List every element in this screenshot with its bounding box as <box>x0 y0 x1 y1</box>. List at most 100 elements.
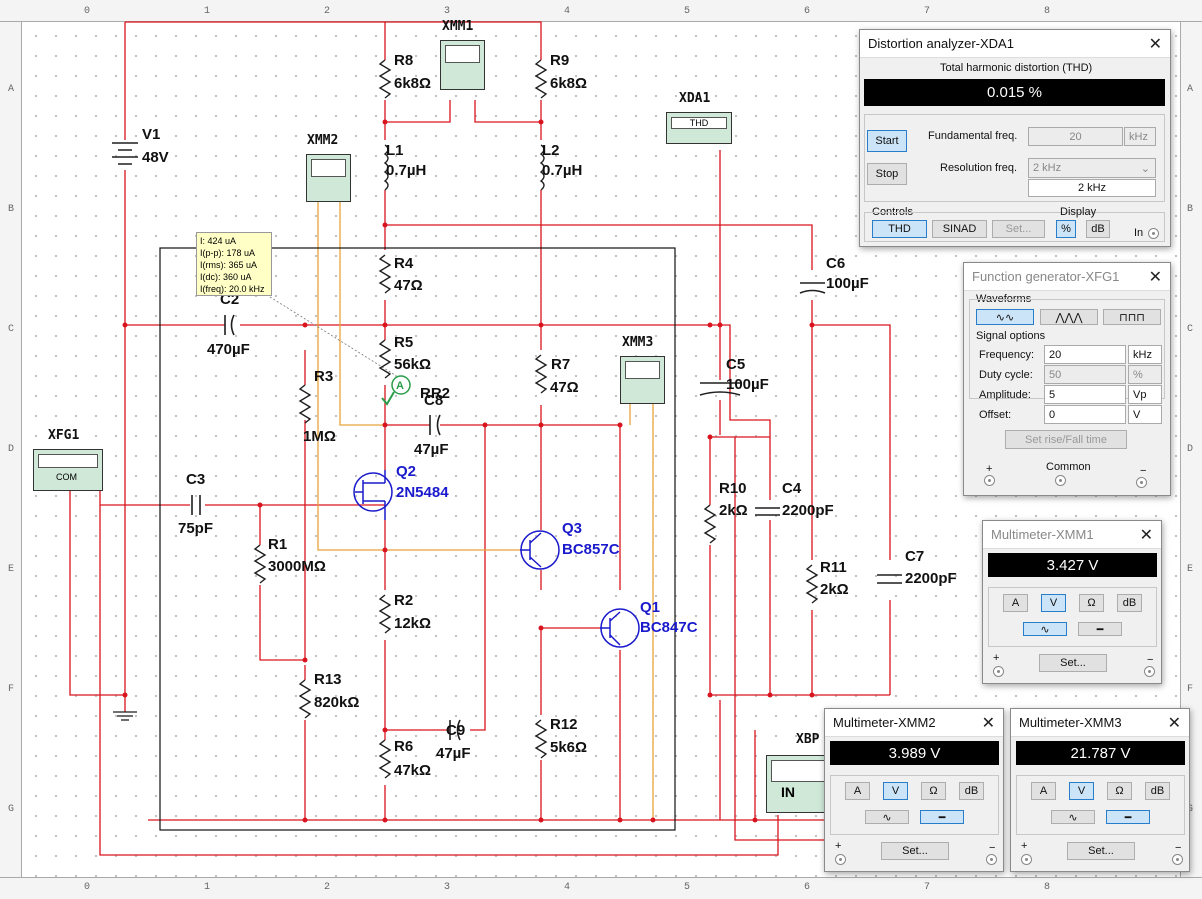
amplitude-unit[interactable]: Vp <box>1128 385 1162 404</box>
minus-terminal[interactable] <box>1144 666 1155 677</box>
offset-input[interactable]: 0 <box>1044 405 1126 424</box>
xda1-instrument[interactable]: THD <box>666 112 732 144</box>
sine-wave-button[interactable]: ∿∿ <box>976 309 1034 325</box>
xfg1-instrument[interactable]: COM <box>33 449 103 491</box>
close-icon[interactable]: ✕ <box>1167 715 1181 732</box>
frequency-unit[interactable]: kHz <box>1128 345 1162 364</box>
duty-cycle-unit[interactable]: % <box>1128 365 1162 384</box>
ac-button[interactable]: ∿ <box>1051 810 1095 824</box>
ac-wave-icon: ∿ <box>882 811 892 824</box>
ac-button[interactable]: ∿ <box>865 810 909 824</box>
fund-unit[interactable]: kHz <box>1124 127 1156 146</box>
common-terminal[interactable] <box>1055 475 1066 486</box>
display-label: Display <box>1060 206 1097 218</box>
xda1-name-label: XDA1 <box>679 91 711 106</box>
window-titlebar[interactable]: Multimeter-XMM3✕ <box>1011 709 1189 737</box>
voltmeter-button[interactable]: V <box>883 782 908 800</box>
q1-name-label: Q1 <box>640 599 661 616</box>
r8-value-label: 6k8Ω <box>394 75 432 92</box>
xmm1-instrument[interactable] <box>440 40 485 90</box>
set-button[interactable]: Set... <box>1039 654 1107 672</box>
percent-button[interactable]: % <box>1056 220 1076 238</box>
window-titlebar[interactable]: Multimeter-XMM1✕ <box>983 521 1161 549</box>
db-button[interactable]: dB <box>1145 782 1170 800</box>
q3-name-label: Q3 <box>562 520 583 537</box>
ammeter-button[interactable]: A <box>1003 594 1028 612</box>
multimeter-xmm1-window[interactable]: Multimeter-XMM1✕ 3.427 V A V Ω dB ∿ ━ Se… <box>982 520 1162 684</box>
amplitude-input[interactable]: 5 <box>1044 385 1126 404</box>
plus-terminal[interactable] <box>993 666 1004 677</box>
square-wave-button[interactable]: ⊓⊓⊓ <box>1103 309 1161 325</box>
minus-terminal[interactable] <box>1136 477 1147 488</box>
multimeter-xmm2-window[interactable]: Multimeter-XMM2✕ 3.989 V A V Ω dB ∿ ━ Se… <box>824 708 1004 872</box>
plus-terminal[interactable] <box>984 475 995 486</box>
ammeter-button[interactable]: A <box>845 782 870 800</box>
ruler-row-label: C <box>1187 324 1194 335</box>
voltmeter-button[interactable]: V <box>1069 782 1094 800</box>
ruler-row-label: G <box>1187 804 1194 815</box>
close-icon[interactable]: ✕ <box>981 715 995 732</box>
thd-display: 0.015 % <box>864 79 1165 106</box>
minus-terminal[interactable] <box>986 854 997 865</box>
sine-wave-icon: ∿∿ <box>995 311 1015 324</box>
inductor-symbols <box>383 144 545 191</box>
c9-name-label: C9 <box>446 722 466 739</box>
db-button[interactable]: dB <box>1117 594 1142 612</box>
ammeter-button[interactable]: A <box>1031 782 1056 800</box>
set-button[interactable]: Set... <box>992 220 1045 238</box>
function-generator-window[interactable]: Function generator-XFG1✕ Waveforms ∿∿ ⋀⋀… <box>963 262 1171 496</box>
r7-value-label: 47Ω <box>550 379 579 396</box>
minus-terminal[interactable] <box>1172 854 1183 865</box>
window-titlebar[interactable]: Distortion analyzer-XDA1✕ <box>860 30 1170 58</box>
xmm2-instrument[interactable] <box>306 154 351 202</box>
ruler-col-label: 4 <box>564 882 571 893</box>
ohmmeter-button[interactable]: Ω <box>1107 782 1132 800</box>
rise-fall-button[interactable]: Set rise/Fall time <box>1005 430 1127 449</box>
thd-button[interactable]: THD <box>872 220 927 238</box>
fund-freq-input[interactable]: 20 <box>1028 127 1123 146</box>
close-icon[interactable]: ✕ <box>1148 269 1162 286</box>
minus-label: − <box>1140 465 1147 477</box>
plus-terminal[interactable] <box>1021 854 1032 865</box>
dc-button[interactable]: ━ <box>1106 810 1150 824</box>
ohmmeter-button[interactable]: Ω <box>921 782 946 800</box>
offset-unit[interactable]: V <box>1128 405 1162 424</box>
voltmeter-button[interactable]: V <box>1041 594 1066 612</box>
stop-button[interactable]: Stop <box>867 163 907 185</box>
ac-button[interactable]: ∿ <box>1023 622 1067 636</box>
distortion-analyzer-window[interactable]: Distortion analyzer-XDA1✕ Total harmonic… <box>859 29 1171 247</box>
res-label: Resolution freq. <box>940 162 1018 174</box>
start-button[interactable]: Start <box>867 130 907 152</box>
in-terminal[interactable] <box>1148 228 1159 239</box>
dc-button[interactable]: ━ <box>920 810 964 824</box>
triangle-wave-button[interactable]: ⋀⋀⋀ <box>1040 309 1098 325</box>
frequency-input[interactable]: 20 <box>1044 345 1126 364</box>
xmm3-instrument[interactable] <box>620 356 665 404</box>
r1-value-label: 3000MΩ <box>268 558 326 575</box>
db-button[interactable]: dB <box>959 782 984 800</box>
ruler-col-label: 8 <box>1044 6 1051 17</box>
close-icon[interactable]: ✕ <box>1148 36 1162 53</box>
sinad-button[interactable]: SINAD <box>932 220 987 238</box>
close-icon[interactable]: ✕ <box>1139 527 1153 544</box>
db-button[interactable]: dB <box>1086 220 1110 238</box>
multimeter-xmm3-window[interactable]: Multimeter-XMM3✕ 21.787 V A V Ω dB ∿ ━ S… <box>1010 708 1190 872</box>
duty-cycle-input[interactable]: 50 <box>1044 365 1126 384</box>
xmm2-name-label: XMM2 <box>307 133 339 148</box>
ruler-row-label: F <box>8 684 15 695</box>
ohmmeter-button[interactable]: Ω <box>1079 594 1104 612</box>
xbp-instrument[interactable]: IN <box>766 755 836 813</box>
ruler-row-label: A <box>1187 84 1194 95</box>
r9-name-label: R9 <box>550 52 570 69</box>
top-ruler <box>0 0 1202 22</box>
ruler-row-label: E <box>1187 564 1194 575</box>
ruler-col-label: 0 <box>84 882 91 893</box>
set-button[interactable]: Set... <box>881 842 949 860</box>
dc-button[interactable]: ━ <box>1078 622 1122 636</box>
window-titlebar[interactable]: Multimeter-XMM2✕ <box>825 709 1003 737</box>
res-freq-select[interactable]: 2 kHz⌄ <box>1028 158 1156 178</box>
set-button[interactable]: Set... <box>1067 842 1135 860</box>
window-titlebar[interactable]: Function generator-XFG1✕ <box>964 263 1170 291</box>
plus-terminal[interactable] <box>835 854 846 865</box>
